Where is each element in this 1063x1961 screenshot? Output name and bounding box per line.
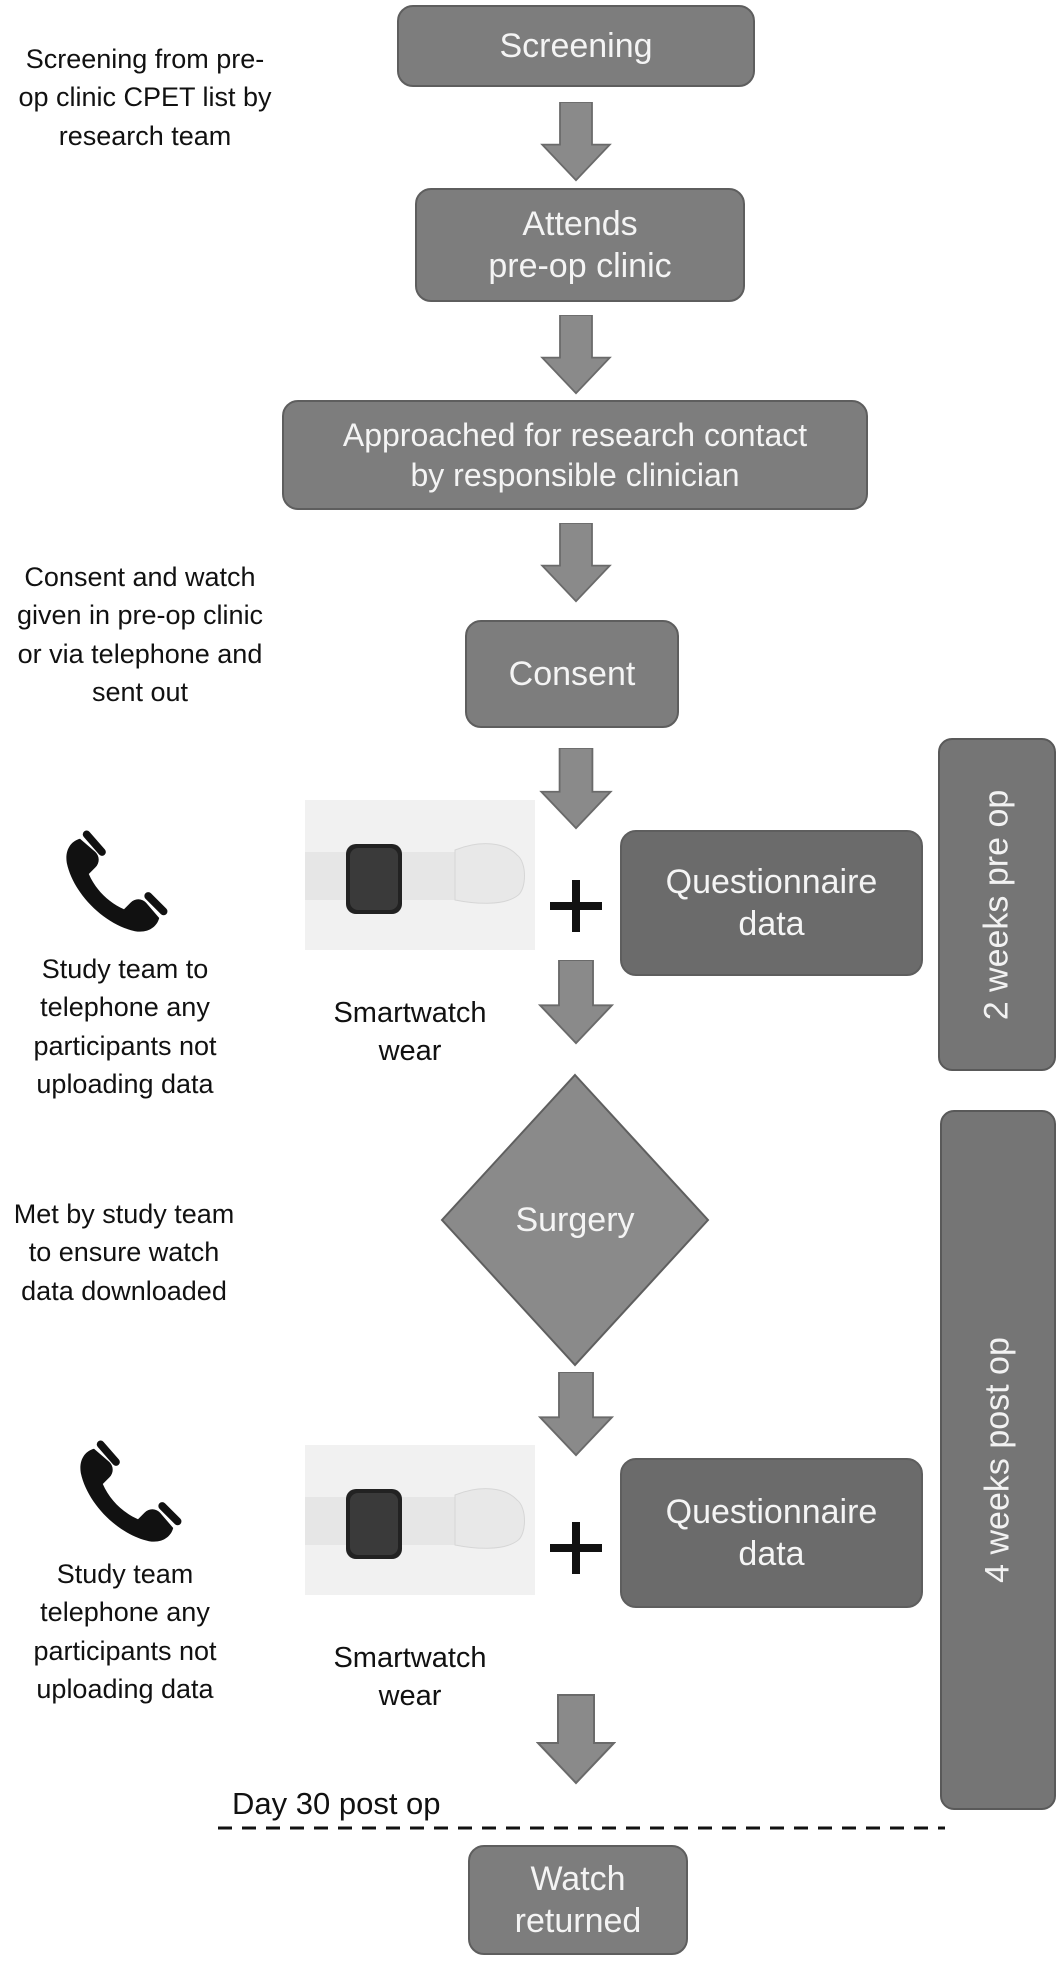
arrow-down-icon	[539, 960, 613, 1045]
smartwatch-label-1: Smartwatch wear	[333, 997, 487, 1067]
note-consent: Consent and watch given in pre-op clinic…	[16, 562, 264, 707]
plus-icon	[550, 1522, 602, 1574]
arrow-down-icon	[539, 1372, 613, 1457]
phone-icon	[80, 1440, 182, 1542]
note-phone-2: Study team telephone any participants no…	[33, 1559, 217, 1704]
consent-box: Consent	[465, 620, 679, 728]
questionnaire-box-2: Questionnaire data	[620, 1458, 923, 1608]
arrow-down-icon	[541, 523, 611, 603]
arrow-down-icon	[541, 102, 611, 182]
phone-icon	[66, 830, 168, 932]
attends-box: Attends pre-op clinic	[415, 188, 745, 302]
day30-label: Day 30 post op	[232, 1786, 441, 1821]
approached-box: Approached for research contact by respo…	[282, 400, 868, 510]
smartwatch-label-2: Smartwatch wear	[333, 1642, 487, 1712]
pre-op-period-bar: 2 weeks pre op	[938, 738, 1056, 1071]
screening-box: Screening	[397, 5, 755, 87]
watch-returned-box: Watch returned	[468, 1845, 688, 1955]
smartwatch-icon	[305, 800, 535, 950]
questionnaire-box-1: Questionnaire data	[620, 830, 923, 976]
note-screening: Screening from pre- op clinic CPET list …	[18, 44, 272, 151]
arrow-down-icon	[536, 1693, 616, 1785]
note-phone-1: Study team to telephone any participants…	[33, 954, 217, 1099]
smartwatch-icon	[305, 1445, 535, 1595]
post-op-period-bar: 4 weeks post op	[940, 1110, 1056, 1810]
surgery-diamond	[440, 1073, 710, 1367]
arrow-down-icon	[541, 315, 611, 395]
plus-icon	[550, 880, 602, 932]
note-surgery: Met by study team to ensure watch data d…	[13, 1199, 235, 1306]
arrow-down-icon	[540, 748, 612, 830]
surgery-label: Surgery	[515, 1201, 635, 1239]
